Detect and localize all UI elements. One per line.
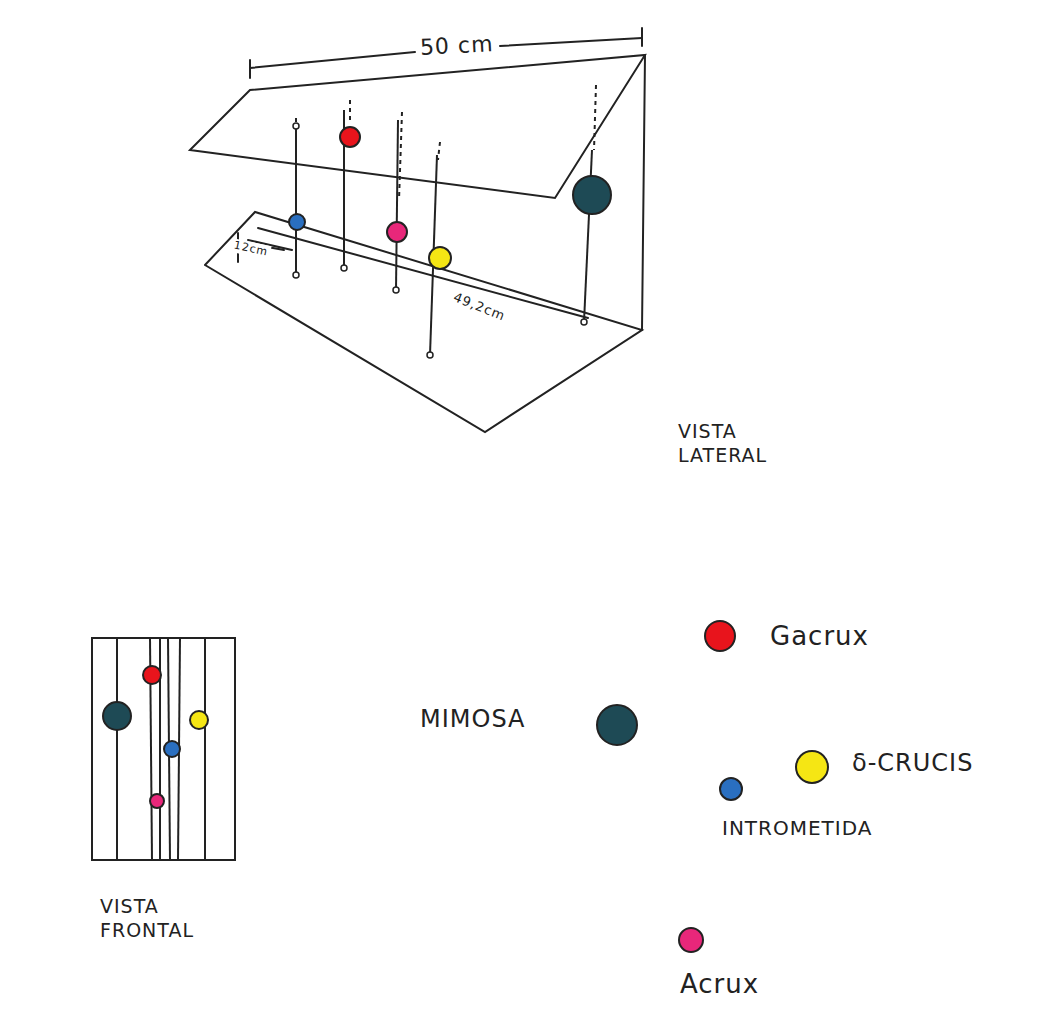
star-name: INTROMETIDA xyxy=(722,816,872,841)
support-rods xyxy=(296,85,596,355)
dimension-label: 50 cm xyxy=(417,30,496,62)
frontal-frame xyxy=(92,638,235,860)
dimension-label: 12cm xyxy=(231,238,272,260)
sky-stars xyxy=(597,621,828,952)
display-case xyxy=(190,28,645,432)
star-name: Gacrux xyxy=(770,620,869,653)
view-title: VISTA FRONTAL xyxy=(100,895,250,943)
model-stars xyxy=(289,127,611,269)
rod-feet xyxy=(293,123,587,358)
star-name: Acrux xyxy=(680,968,759,1001)
frontal-stars xyxy=(103,666,208,808)
view-title: VISTA LATERAL xyxy=(678,420,828,468)
star-name: MIMOSA xyxy=(420,704,525,734)
star-name: δ-CRUCIS xyxy=(852,748,973,778)
